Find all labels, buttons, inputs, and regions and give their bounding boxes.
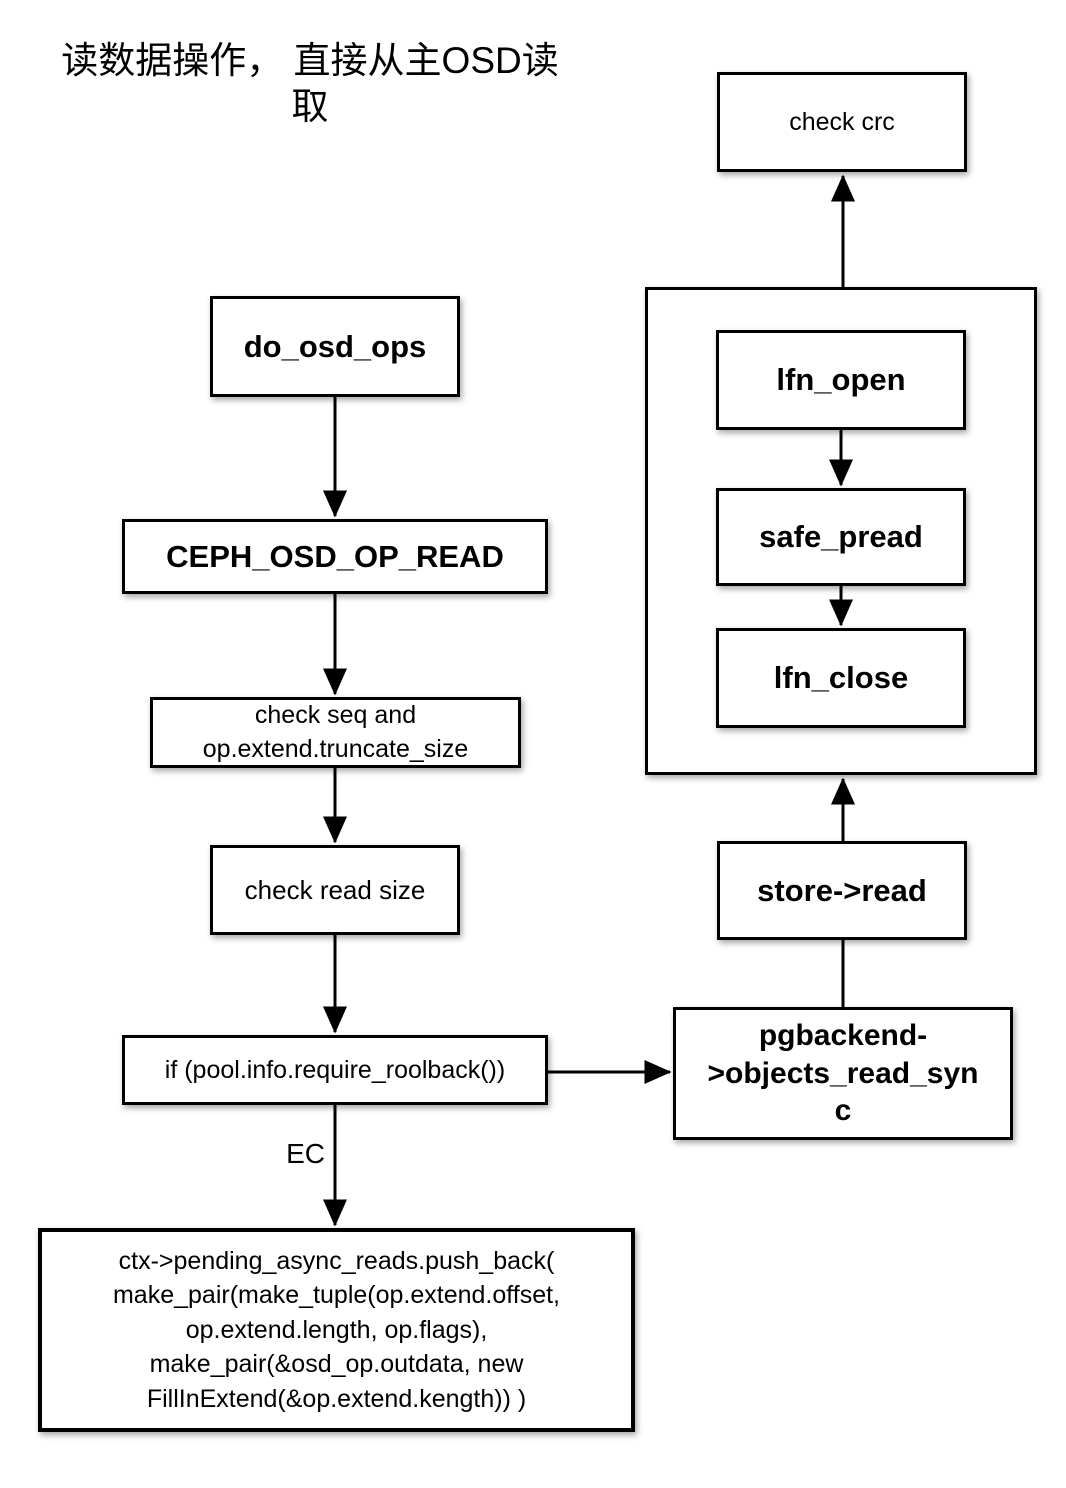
node-safe-pread: safe_pread [716, 488, 966, 586]
node-objects-read-sync-line-1: pgbackend- [758, 1019, 928, 1053]
node-pending-async-reads-line-1: ctx->pending_async_reads.push_back( [118, 1246, 555, 1275]
node-pending-async-reads-line-3: op.extend.length, op.flags), [185, 1315, 488, 1344]
node-pending-async-reads-line-2: make_pair(make_tuple(op.extend.offset, [112, 1281, 561, 1310]
node-pending-async-reads: ctx->pending_async_reads.push_back( make… [38, 1228, 635, 1432]
title-line-1: 读数据操作， [61, 40, 284, 81]
node-check-seq-line-2: op.extend.truncate_size [202, 734, 469, 763]
node-ceph-osd-op-read-label: CEPH_OSD_OP_READ [166, 538, 504, 574]
node-do-osd-ops-label: do_osd_ops [243, 328, 427, 364]
node-store-read: store->read [717, 841, 967, 940]
node-ceph-osd-op-read: CEPH_OSD_OP_READ [122, 519, 548, 594]
node-lfn-open: lfn_open [716, 330, 966, 430]
node-require-rollback: if (pool.info.require_roolback()) [122, 1035, 548, 1105]
diagram-title: 读数据操作， 直接从主OSD读取 [60, 38, 560, 131]
node-require-rollback-label: if (pool.info.require_roolback()) [164, 1055, 506, 1084]
title-line-2: 直接从主OSD读取 [291, 40, 559, 128]
node-objects-read-sync-line-2: >objects_read_syn [707, 1056, 979, 1090]
node-lfn-close-label: lfn_close [773, 660, 909, 695]
node-lfn-close: lfn_close [716, 628, 966, 728]
node-store-read-label: store->read [757, 872, 927, 908]
node-objects-read-sync: pgbackend- >objects_read_syn c [673, 1007, 1013, 1140]
node-lfn-open-label: lfn_open [776, 362, 906, 397]
edge-label-ec: EC [286, 1138, 325, 1169]
node-check-read-size: check read size [210, 845, 460, 935]
node-objects-read-sync-line-3: c [834, 1094, 852, 1128]
node-check-seq-line-1: check seq and [254, 700, 417, 729]
node-check-read-size-label: check read size [244, 874, 426, 905]
node-safe-pread-label: safe_pread [759, 519, 923, 554]
node-pending-async-reads-line-5: FillInExtend(&op.extend.kength)) ) [146, 1384, 527, 1413]
node-do-osd-ops: do_osd_ops [210, 296, 460, 397]
node-check-crc-label: check crc [789, 107, 895, 136]
node-pending-async-reads-line-4: make_pair(&osd_op.outdata, new [149, 1350, 524, 1379]
node-check-seq: check seq and op.extend.truncate_size [150, 697, 521, 768]
node-check-crc: check crc [717, 72, 967, 172]
